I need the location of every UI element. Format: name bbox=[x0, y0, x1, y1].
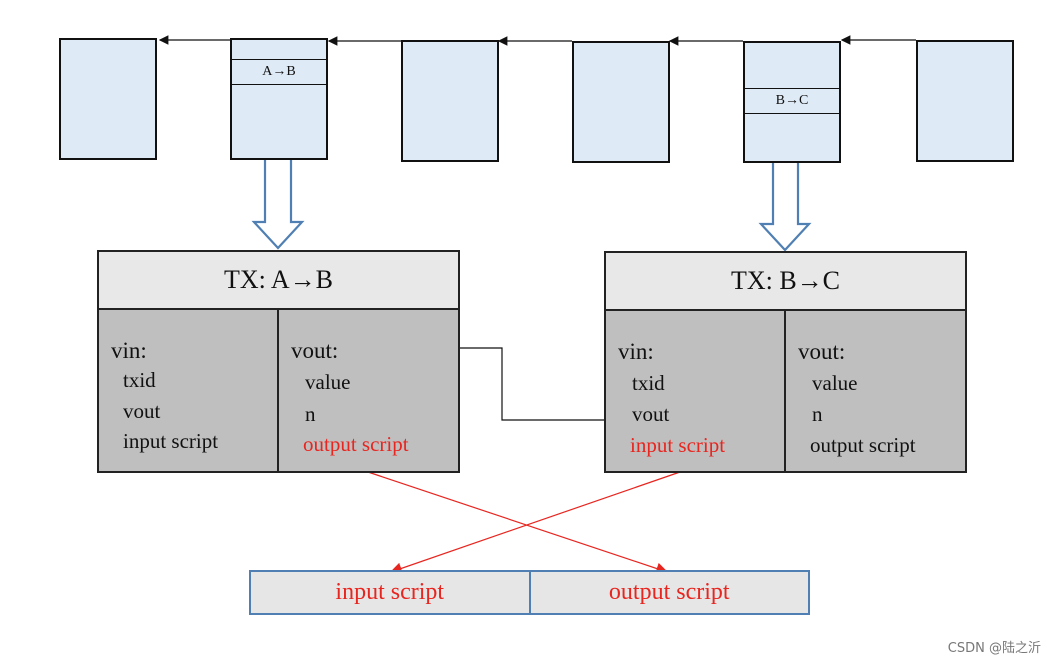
vout-value: value bbox=[812, 371, 858, 395]
tx-bc-vin-column: vin: txid vout input script bbox=[606, 309, 786, 471]
vout-header: vout: bbox=[798, 339, 846, 364]
script-execution-bar: input script output script bbox=[249, 570, 810, 615]
tx-bc-vout-column: vout: value n output script bbox=[786, 309, 965, 471]
vin-header: vin: bbox=[618, 339, 654, 364]
block-tx-label-ab: A→B bbox=[262, 64, 296, 79]
vin-input-script: input script bbox=[630, 433, 726, 457]
tx-title-ab: TX: A→B bbox=[99, 252, 458, 310]
vin-txid: txid bbox=[123, 368, 156, 392]
block-tx-row-bc: B→C bbox=[745, 88, 839, 114]
chain-block-3 bbox=[401, 40, 499, 162]
vin-header: vin: bbox=[111, 338, 147, 363]
tx-ab-vout-column: vout: value n output script bbox=[279, 308, 458, 471]
vout-n: n bbox=[812, 402, 823, 426]
chain-block-6 bbox=[916, 40, 1014, 162]
tx-title-bc: TX: B→C bbox=[606, 253, 965, 311]
chain-block-5: B→C bbox=[743, 41, 841, 163]
tx-box-ab: TX: A→B vin: txid vout input script vout… bbox=[97, 250, 460, 473]
vin-vout: vout bbox=[123, 399, 161, 423]
vout-output-script: output script bbox=[303, 432, 409, 456]
tx-box-bc: TX: B→C vin: txid vout input script vout… bbox=[604, 251, 967, 473]
vout-n: n bbox=[305, 402, 316, 426]
vin-txid: txid bbox=[632, 371, 665, 395]
vin-input-script: input script bbox=[123, 429, 219, 453]
block-tx-label-bc: B→C bbox=[775, 93, 809, 108]
bar-input-script: input script bbox=[335, 579, 445, 605]
vout-header: vout: bbox=[291, 338, 339, 363]
chain-block-4 bbox=[572, 41, 670, 163]
watermark-text: CSDN @陆之沂 bbox=[947, 641, 1041, 656]
bar-output-script: output script bbox=[528, 572, 809, 613]
vin-vout: vout bbox=[632, 402, 670, 426]
vout-output-script: output script bbox=[810, 433, 916, 457]
output-script-to-bar-arrow bbox=[367, 471, 669, 575]
vout-value: value bbox=[305, 370, 351, 394]
tx-ab-vin-column: vin: txid vout input script bbox=[99, 308, 279, 471]
chain-block-1 bbox=[59, 38, 157, 160]
chain-block-2: A→B bbox=[230, 38, 328, 160]
input-script-to-bar-arrow bbox=[389, 471, 681, 575]
block-tx-row-ab: A→B bbox=[232, 59, 326, 85]
